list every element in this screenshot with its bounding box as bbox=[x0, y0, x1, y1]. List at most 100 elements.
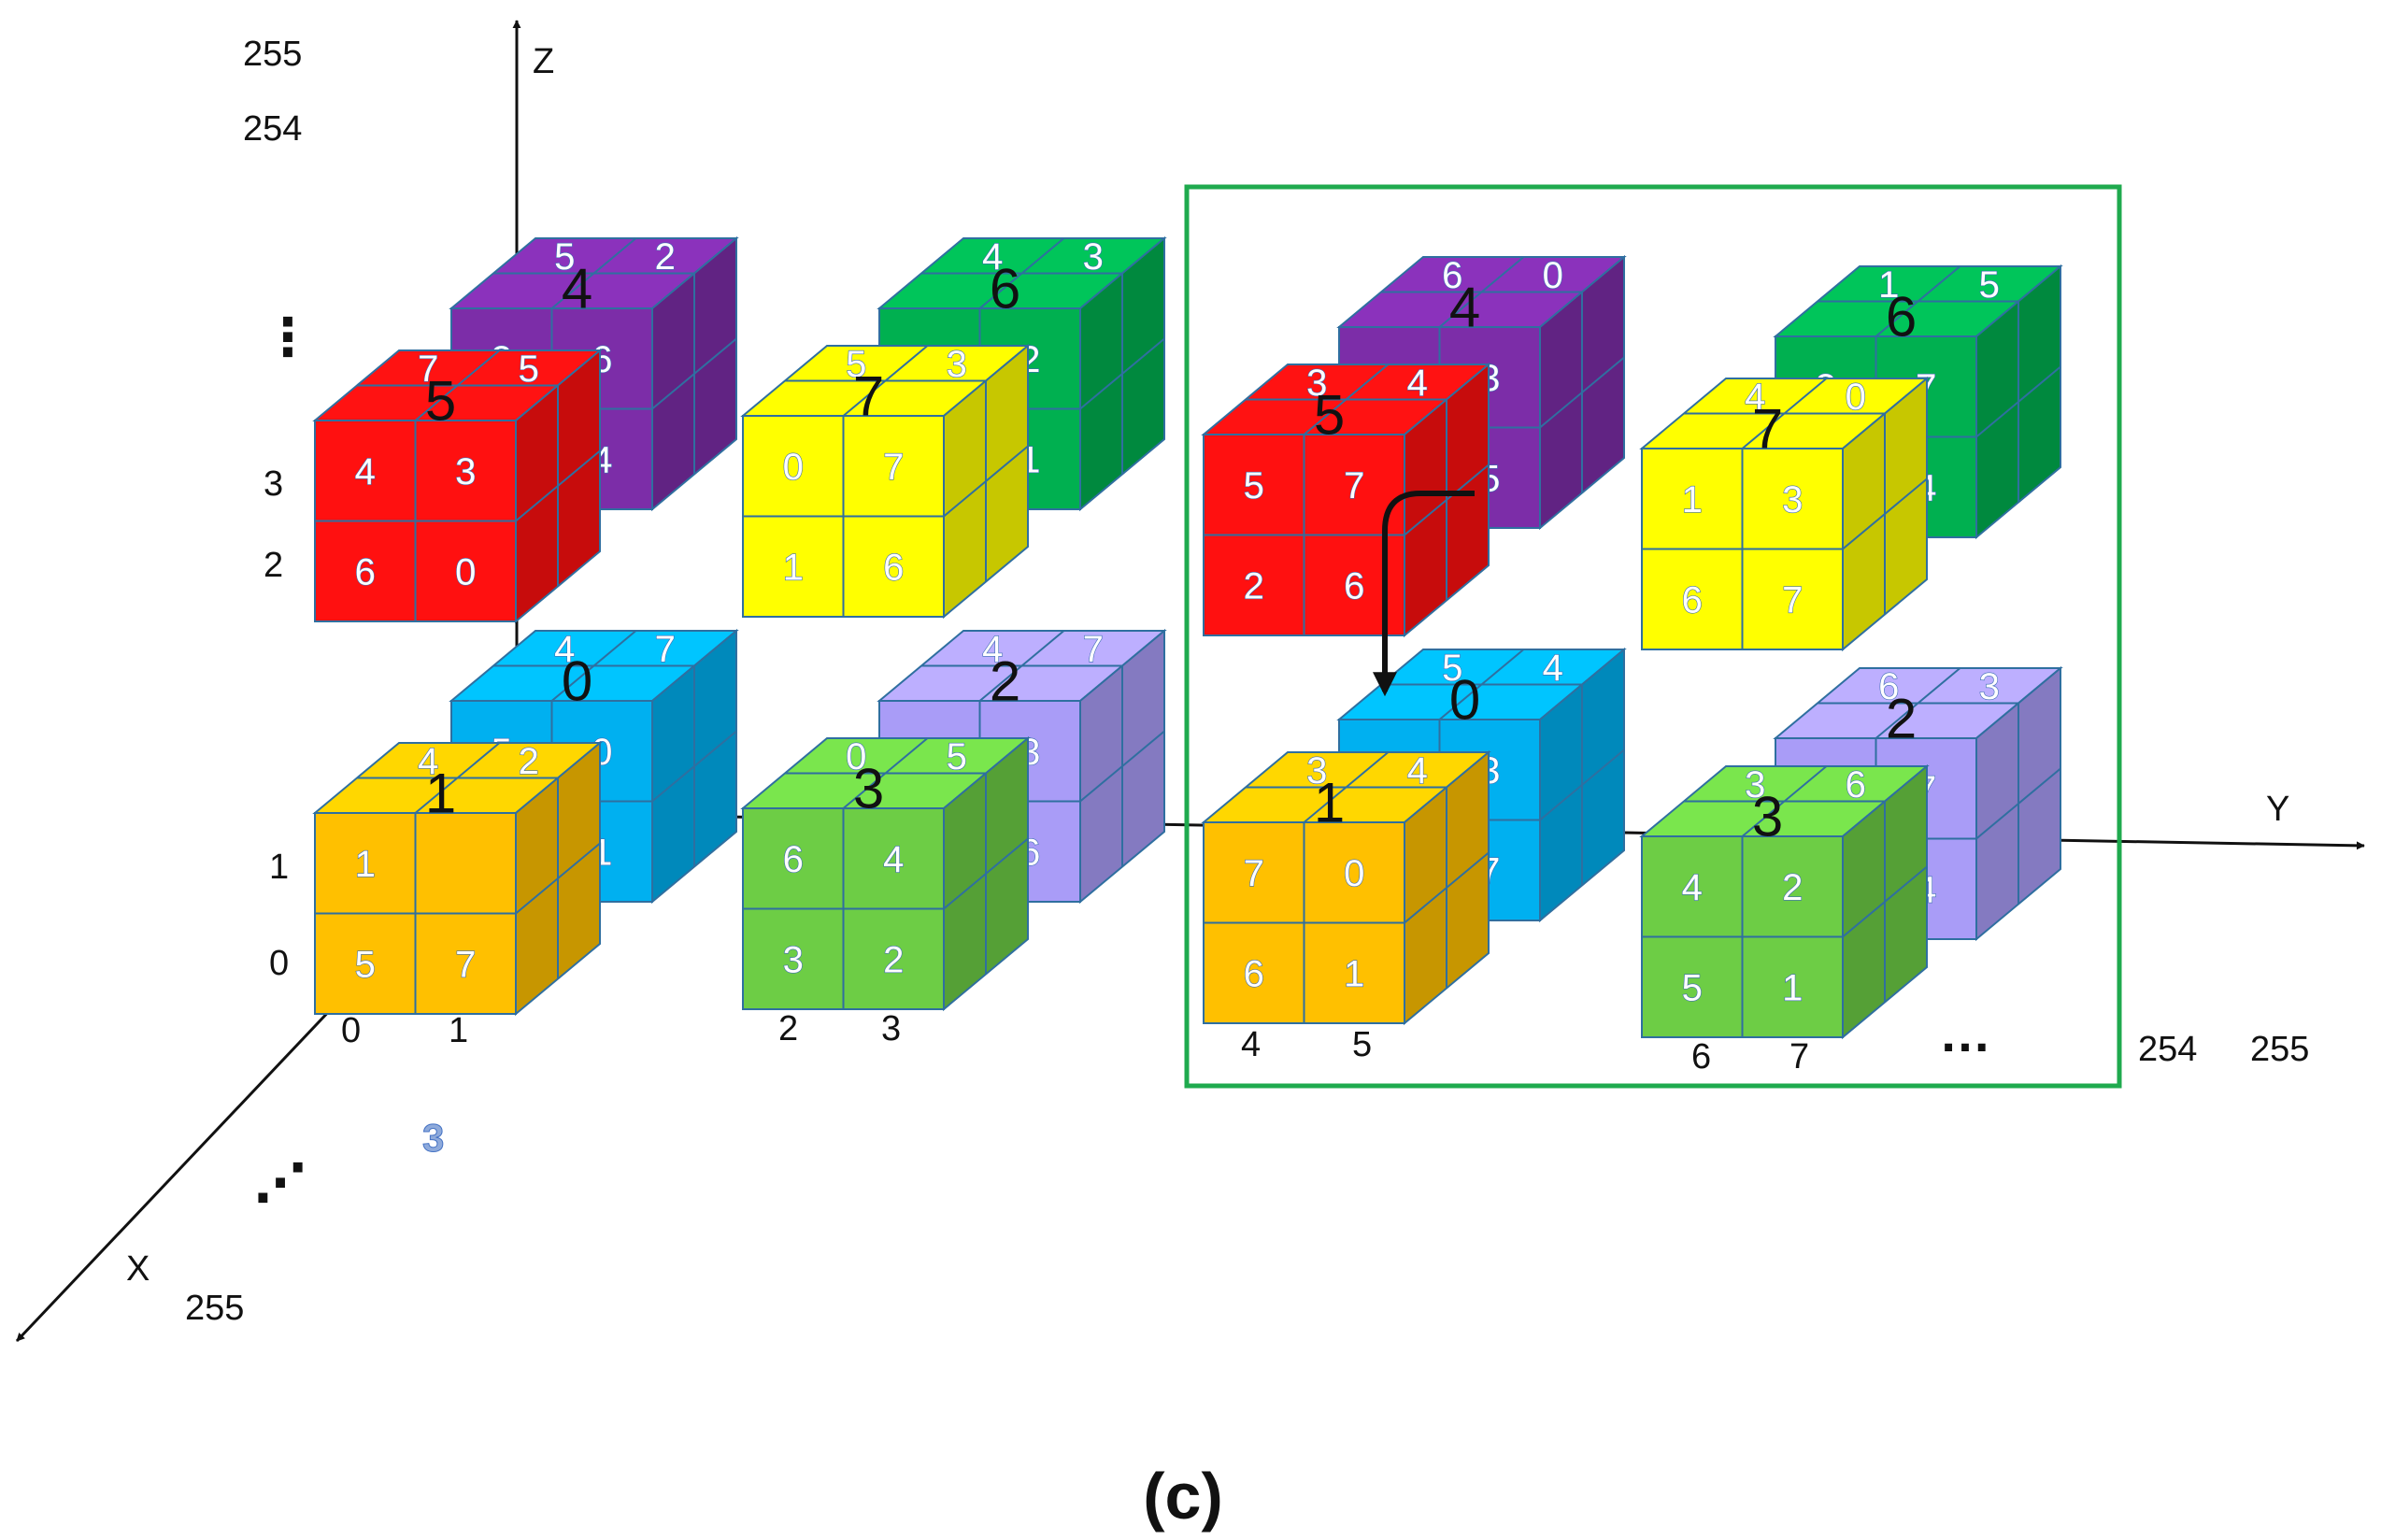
cube-top-label: 5 bbox=[846, 344, 866, 385]
x-axis-ticks: 3 ⋰ 255 bbox=[185, 1116, 445, 1329]
cube-cell-label: 1 bbox=[355, 844, 376, 885]
cube-top-label: 5 bbox=[554, 236, 575, 278]
cube-top-label: 4 bbox=[1407, 750, 1428, 791]
z-tick-254: 254 bbox=[243, 109, 302, 149]
cube-id-label: 2 bbox=[1886, 688, 1917, 750]
z-tick-2: 2 bbox=[264, 546, 283, 585]
cube-cell-label: 6 bbox=[355, 551, 376, 592]
cube-cell-label: 5 bbox=[1682, 967, 1703, 1008]
cube-id-label: 1 bbox=[1314, 772, 1345, 834]
cube-5: 5 7 2 6 3 4 5 bbox=[1201, 362, 1491, 638]
cube-top-label: 4 bbox=[982, 629, 1003, 670]
cube-cell-label: 3 bbox=[1782, 479, 1803, 520]
cube-top-label: 2 bbox=[655, 236, 676, 278]
cube-top-label: 7 bbox=[655, 629, 676, 670]
cube-top-label: 6 bbox=[1878, 666, 1899, 707]
cubes-layer: 3645247214364360755071653750147013647215… bbox=[312, 235, 2063, 1040]
cube-cell-label: 5 bbox=[1244, 465, 1264, 506]
cube-cell-label: 7 bbox=[1244, 853, 1264, 894]
y-tick: 0 bbox=[341, 1011, 361, 1050]
cube-cell-label: 0 bbox=[783, 447, 804, 488]
cube-id-label: 3 bbox=[853, 758, 884, 820]
cube-cell-label: 7 bbox=[1344, 465, 1364, 506]
cube-top-label: 6 bbox=[1846, 764, 1866, 806]
cube-cell-label: 6 bbox=[783, 839, 804, 880]
cube-cell-label: 1 bbox=[783, 547, 804, 588]
cube-top-label: 5 bbox=[1979, 264, 2000, 306]
cube-top-label: 3 bbox=[947, 344, 967, 385]
cube-cell-label: 3 bbox=[455, 451, 476, 492]
z-axis-label: Z bbox=[533, 42, 554, 81]
cube-id-label: 4 bbox=[562, 258, 592, 321]
cube-top-label: 0 bbox=[1543, 255, 1563, 296]
cube-top-label: 3 bbox=[1083, 236, 1104, 278]
y-axis-label: Y bbox=[2266, 790, 2289, 829]
cube-cell-label: 1 bbox=[1682, 479, 1703, 520]
cube-top-label: 3 bbox=[1306, 363, 1327, 404]
x-tick-255: 255 bbox=[185, 1289, 244, 1328]
cube-cell-label: 7 bbox=[883, 447, 904, 488]
cube-top-label: 3 bbox=[1745, 764, 1765, 806]
cube-top-label: 1 bbox=[1878, 264, 1899, 306]
cube-top-label: 3 bbox=[1979, 666, 2000, 707]
cube-id-label: 5 bbox=[425, 370, 456, 433]
y-tick-255: 255 bbox=[2250, 1030, 2309, 1069]
cube-top-label: 5 bbox=[1442, 648, 1462, 689]
y-tick: 3 bbox=[881, 1009, 901, 1048]
figure-caption: (c) bbox=[1143, 1460, 1223, 1533]
cube-top-label: 2 bbox=[519, 741, 539, 782]
highlight-box bbox=[1184, 184, 2122, 1089]
cube-top-label: 0 bbox=[846, 736, 866, 777]
y-tick-254: 254 bbox=[2138, 1030, 2197, 1069]
cube-top-label: 4 bbox=[554, 629, 575, 670]
x-tick-ellipsis: ⋰ bbox=[254, 1153, 307, 1212]
cube-cell-label: 1 bbox=[1344, 953, 1364, 994]
cube-id-label: 1 bbox=[425, 763, 456, 825]
cube-id-label: 6 bbox=[990, 258, 1020, 321]
cube-top-label: 5 bbox=[947, 736, 967, 777]
cube-cell-label: 3 bbox=[783, 939, 804, 980]
x-axis-label: X bbox=[126, 1249, 150, 1289]
cube-id-label: 7 bbox=[1752, 398, 1783, 461]
cube-cell-label: 2 bbox=[883, 939, 904, 980]
cube-top-label: 7 bbox=[1083, 629, 1104, 670]
cube-top-label: 4 bbox=[1745, 377, 1765, 418]
cube-top-label: 3 bbox=[1306, 750, 1327, 791]
cube-id-label: 3 bbox=[1752, 786, 1783, 848]
cube-top-label: 7 bbox=[418, 349, 438, 390]
cube-cell-label: 6 bbox=[1344, 565, 1364, 606]
cube-id-label: 5 bbox=[1314, 384, 1345, 447]
z-tick-1: 1 bbox=[269, 848, 289, 887]
cube-cell-label: 1 bbox=[1782, 967, 1803, 1008]
z-tick-3: 3 bbox=[264, 464, 283, 504]
cube-id-label: 7 bbox=[853, 365, 884, 428]
y-tick: 2 bbox=[778, 1009, 798, 1048]
cube-cell-label: 0 bbox=[1344, 853, 1364, 894]
cube-top-label: 6 bbox=[1442, 255, 1462, 296]
cube-top-label: 0 bbox=[1846, 377, 1866, 418]
cube-id-label: 4 bbox=[1449, 277, 1480, 339]
cube-cell-label: 4 bbox=[883, 839, 904, 880]
traversal-arrow bbox=[1373, 491, 1475, 697]
y-tick: 4 bbox=[1241, 1025, 1261, 1064]
cube-top-label: 5 bbox=[519, 349, 539, 390]
cube-top-label: 4 bbox=[418, 741, 438, 782]
y-tick: 1 bbox=[449, 1011, 468, 1050]
z-tick-0: 0 bbox=[269, 944, 289, 983]
z-tick-255: 255 bbox=[243, 35, 302, 74]
cube-top-label: 4 bbox=[982, 236, 1003, 278]
y-tick-ellipsis: … bbox=[1939, 1004, 1991, 1062]
cube-cell-label: 0 bbox=[455, 551, 476, 592]
cube-cell-label: 2 bbox=[1782, 867, 1803, 908]
cube-3: 6 4 3 2 0 5 3 bbox=[740, 735, 1031, 1012]
cube-cell-label: 2 bbox=[1244, 565, 1264, 606]
cube-cell-label: 5 bbox=[355, 944, 376, 985]
cube-id-label: 0 bbox=[562, 650, 592, 713]
cube-top-label: 4 bbox=[1407, 363, 1428, 404]
